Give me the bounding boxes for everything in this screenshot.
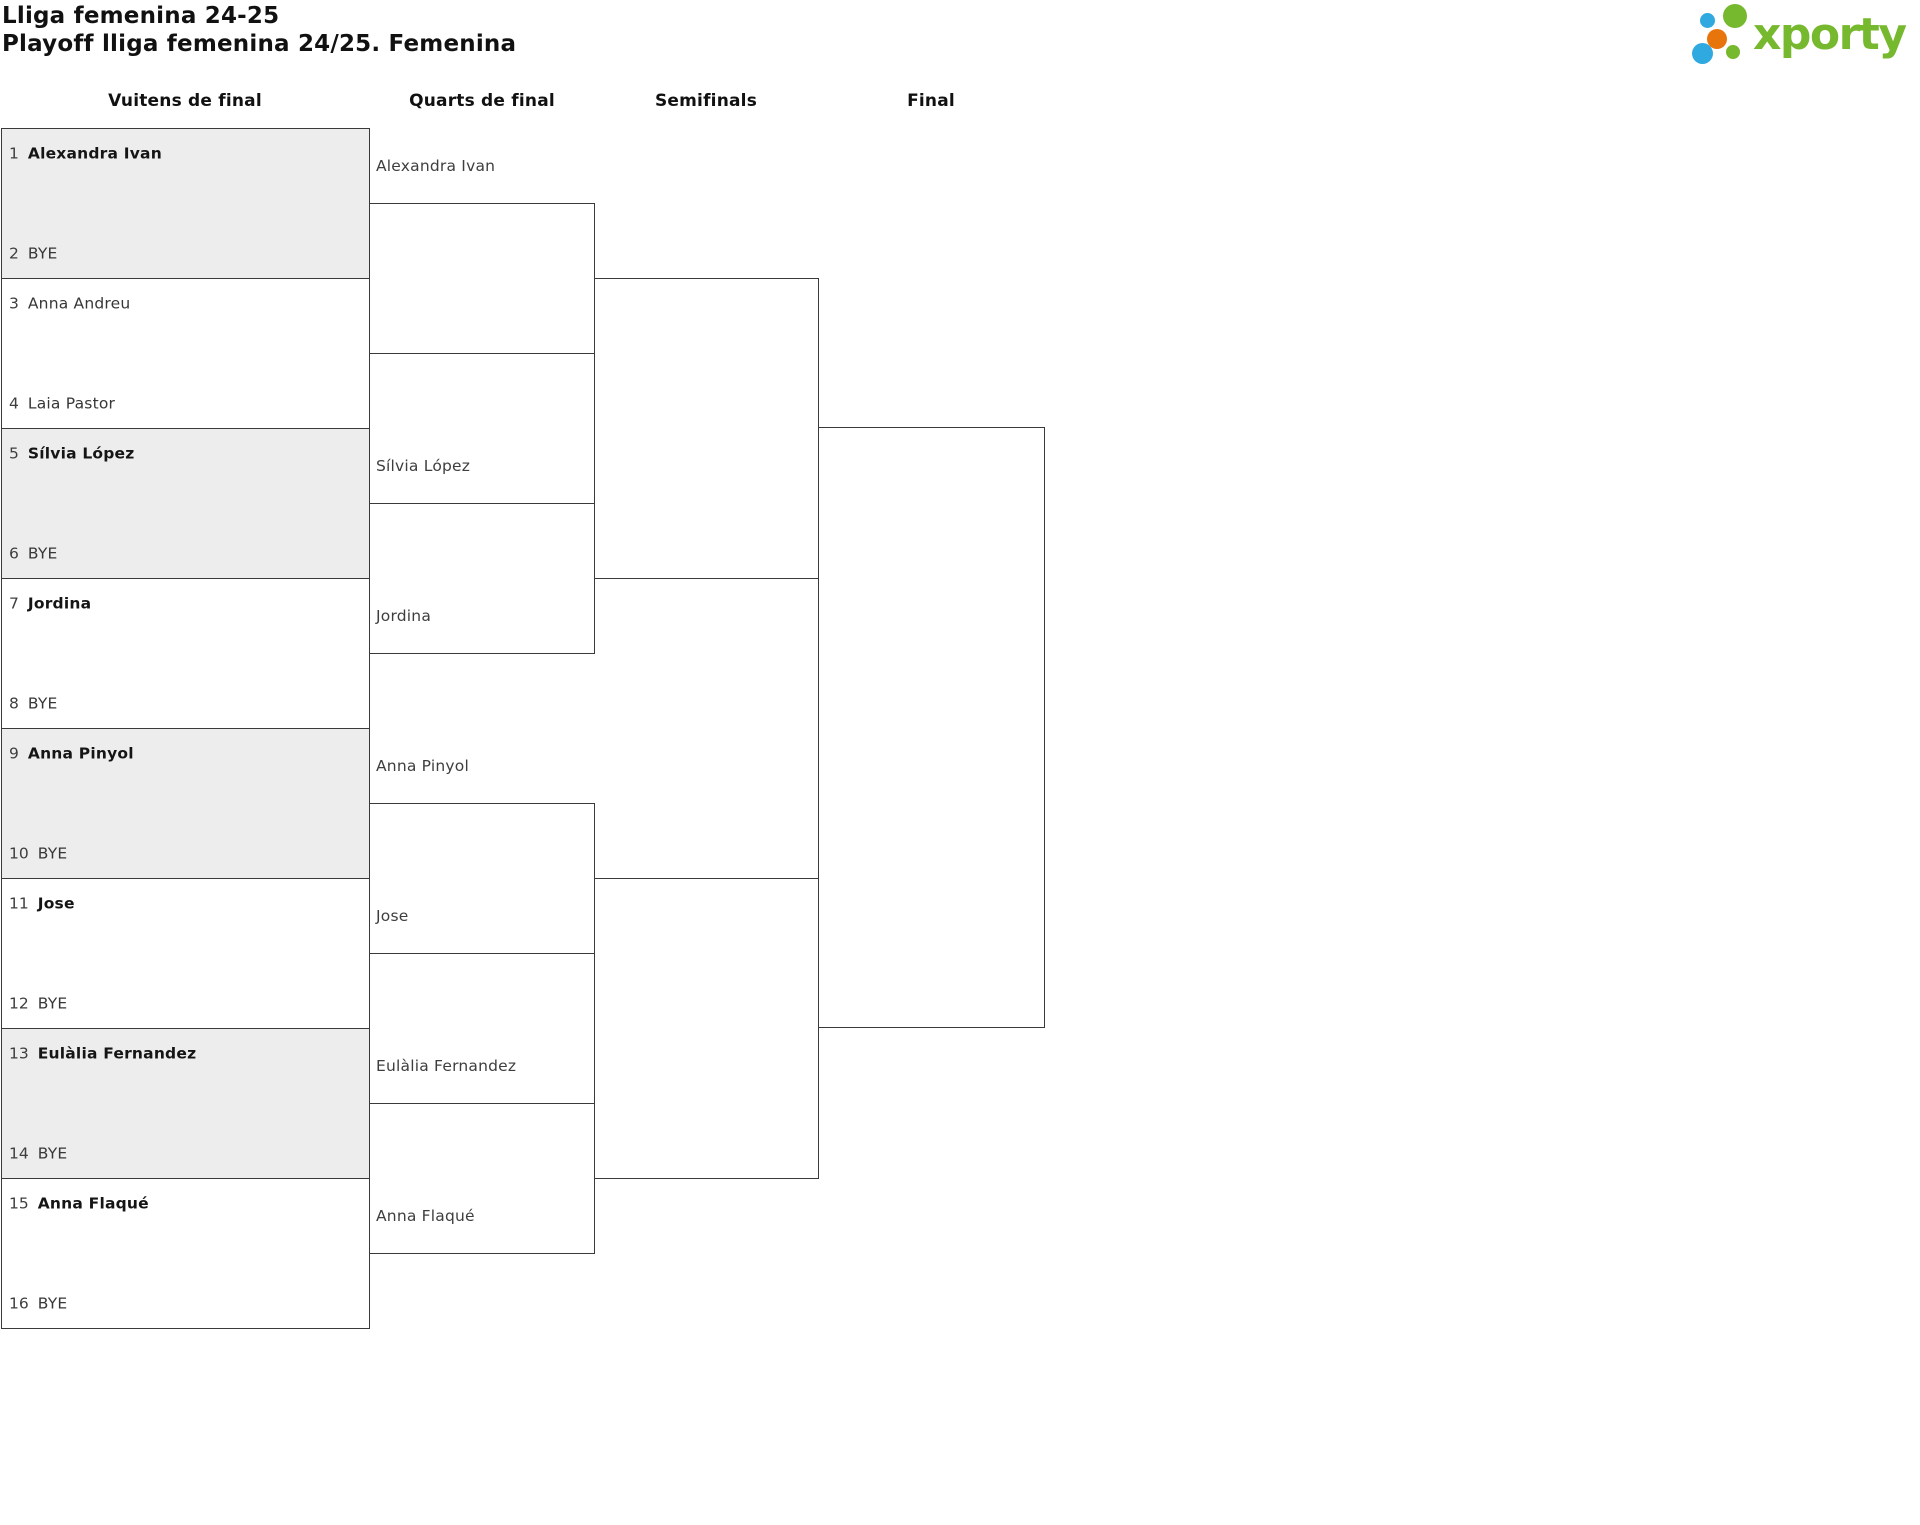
seed-number: 15 xyxy=(9,1194,29,1213)
player-row-8: 8 BYE xyxy=(9,695,363,714)
player-row-14: 14 BYE xyxy=(9,1145,363,1164)
player-row-6: 6 BYE xyxy=(9,545,363,564)
player-name: BYE xyxy=(37,994,68,1013)
player-name: Anna Pinyol xyxy=(27,744,134,763)
seed-number: 5 xyxy=(9,444,19,463)
r16-match-7: 13 Eulàlia Fernandez 14 BYE xyxy=(1,1028,370,1179)
seed-number: 3 xyxy=(9,294,19,313)
player-name: BYE xyxy=(27,544,58,563)
player-row-5: 5 Sílvia López xyxy=(9,445,363,464)
sf-match-1 xyxy=(594,278,819,579)
player-row-4: 4 Laia Pastor xyxy=(9,395,363,414)
player-row-2: 2 BYE xyxy=(9,245,363,264)
logo-wordmark: xporty xyxy=(1753,9,1907,60)
logo-dot-blue-small-icon xyxy=(1700,13,1715,28)
seed-number: 2 xyxy=(9,244,19,263)
r16-match-3: 5 Sílvia López 6 BYE xyxy=(1,428,370,579)
player-row-12: 12 BYE xyxy=(9,995,363,1014)
qf-advancer-4a: Eulàlia Fernandez xyxy=(376,1057,517,1075)
r16-match-4: 7 Jordina 8 BYE xyxy=(1,578,370,729)
qf-advancer-3b: Jose xyxy=(376,907,409,925)
qf-match-4 xyxy=(369,1103,595,1254)
sf-match-2 xyxy=(594,878,819,1179)
player-name: BYE xyxy=(37,1144,68,1163)
seed-number: 12 xyxy=(9,994,29,1013)
r16-match-2: 3 Anna Andreu 4 Laia Pastor xyxy=(1,278,370,429)
round-header-quarts: Quarts de final xyxy=(409,91,555,111)
xporty-logo[interactable]: xporty xyxy=(1690,0,1920,75)
seed-number: 16 xyxy=(9,1294,29,1313)
seed-number: 14 xyxy=(9,1144,29,1163)
r16-match-6: 11 Jose 12 BYE xyxy=(1,878,370,1029)
player-name: Eulàlia Fernandez xyxy=(37,1044,197,1063)
player-name: BYE xyxy=(27,694,58,713)
page-title: Lliga femenina 24-25 xyxy=(2,3,280,29)
player-name: Anna Andreu xyxy=(27,294,131,313)
qf-advancer-4b: Anna Flaqué xyxy=(376,1207,475,1225)
logo-dot-green-small-icon xyxy=(1726,45,1740,59)
qf-advancer-2a: Sílvia López xyxy=(376,457,471,475)
player-row-15: 15 Anna Flaqué xyxy=(9,1195,363,1214)
qf-match-2 xyxy=(369,503,595,654)
player-name: Jordina xyxy=(27,594,92,613)
logo-dot-green-big-icon xyxy=(1723,4,1747,28)
round-header-vuitens: Vuitens de final xyxy=(108,91,262,111)
player-row-7: 7 Jordina xyxy=(9,595,363,614)
player-name: Laia Pastor xyxy=(27,394,116,413)
seed-number: 13 xyxy=(9,1044,29,1063)
player-name: Alexandra Ivan xyxy=(27,144,162,163)
player-name: BYE xyxy=(37,1294,68,1313)
r16-match-5: 9 Anna Pinyol 10 BYE xyxy=(1,728,370,879)
player-row-13: 13 Eulàlia Fernandez xyxy=(9,1045,363,1064)
player-row-11: 11 Jose xyxy=(9,895,363,914)
player-name: BYE xyxy=(27,244,58,263)
player-name: Anna Flaqué xyxy=(37,1194,149,1213)
seed-number: 7 xyxy=(9,594,19,613)
seed-number: 6 xyxy=(9,544,19,563)
round-header-final: Final xyxy=(907,91,955,111)
logo-dot-orange-icon xyxy=(1707,29,1727,49)
logo-dot-blue-big-icon xyxy=(1692,43,1713,64)
seed-number: 1 xyxy=(9,144,19,163)
qf-match-3 xyxy=(369,803,595,954)
player-row-1: 1 Alexandra Ivan xyxy=(9,145,363,164)
qf-advancer-3a: Anna Pinyol xyxy=(376,757,469,775)
final-match xyxy=(818,427,1045,1028)
title-block: Lliga femenina 24-25 Playoff lliga femen… xyxy=(2,2,516,58)
player-name: Sílvia López xyxy=(27,444,135,463)
player-row-9: 9 Anna Pinyol xyxy=(9,745,363,764)
r16-match-8: 15 Anna Flaqué 16 BYE xyxy=(1,1178,370,1329)
qf-advancer-2b: Jordina xyxy=(376,607,432,625)
qf-advancer-1a: Alexandra Ivan xyxy=(376,157,496,175)
player-name: BYE xyxy=(37,844,68,863)
seed-number: 9 xyxy=(9,744,19,763)
page-subtitle: Playoff lliga femenina 24/25. Femenina xyxy=(2,31,517,57)
player-name: Jose xyxy=(37,894,75,913)
seed-number: 11 xyxy=(9,894,29,913)
r16-match-1: 1 Alexandra Ivan 2 BYE xyxy=(1,128,370,279)
seed-number: 8 xyxy=(9,694,19,713)
player-row-16: 16 BYE xyxy=(9,1295,363,1314)
seed-number: 4 xyxy=(9,394,19,413)
player-row-3: 3 Anna Andreu xyxy=(9,295,363,314)
qf-match-1 xyxy=(369,203,595,354)
player-row-10: 10 BYE xyxy=(9,845,363,864)
seed-number: 10 xyxy=(9,844,29,863)
round-header-semifinals: Semifinals xyxy=(654,91,758,111)
